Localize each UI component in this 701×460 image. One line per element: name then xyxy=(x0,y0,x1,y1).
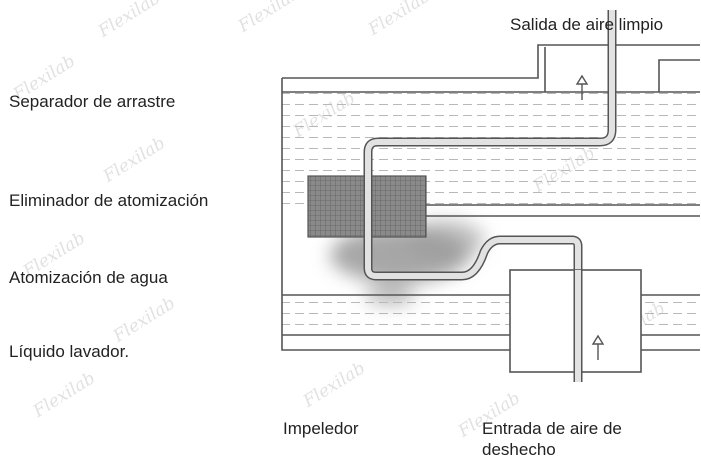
label-drift-separator: Separador de arrastre xyxy=(9,92,176,111)
label-mist-eliminator: Eliminador de atomización xyxy=(9,191,209,210)
label-waste-air-inlet: Entrada de aire de xyxy=(482,419,622,438)
label-waste-air-inlet-line2: deshecho xyxy=(482,440,556,459)
label-water-spray: Atomización de agua xyxy=(9,268,168,287)
scrubbing-liquid xyxy=(282,295,510,335)
scrubbing-liquid xyxy=(641,295,700,335)
label-clean-air-outlet: Salida de aire limpio xyxy=(510,15,664,34)
label-scrubbing-liquid: Líquido lavador. xyxy=(9,342,130,361)
inlet-arrow-icon xyxy=(591,334,605,360)
label-impeller: Impeledor xyxy=(283,419,359,438)
outlet-arrow-icon xyxy=(575,74,589,100)
